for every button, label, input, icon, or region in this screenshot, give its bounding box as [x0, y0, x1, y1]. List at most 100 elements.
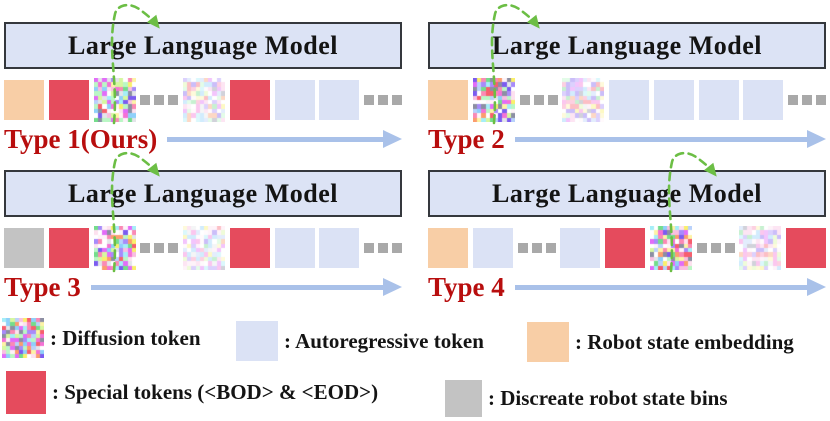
ellipsis-dot — [364, 243, 374, 253]
token-robot-state — [428, 228, 468, 268]
ellipsis-dot — [392, 95, 402, 105]
ellipsis-dot — [788, 95, 798, 105]
legend-label-autoregressive: : Autoregressive token — [284, 328, 484, 353]
ellipsis-dot — [364, 95, 374, 105]
ellipsis-dots — [140, 243, 179, 253]
llm-box-label: Large Language Model — [68, 178, 338, 208]
llm-box-label: Large Language Model — [68, 30, 338, 60]
legend-label-discrete-bins: : Discreate robot state bins — [488, 386, 728, 410]
token-ar — [743, 80, 784, 120]
diffusion-token-swatch — [2, 318, 44, 358]
ellipsis-dots — [788, 95, 826, 105]
type-4-label: Type 4 — [428, 272, 505, 302]
token-special — [48, 228, 89, 268]
ellipsis-dots — [519, 95, 558, 105]
token-diffusion — [93, 226, 136, 270]
token-ar — [698, 80, 739, 120]
ellipsis-dots — [696, 243, 735, 253]
ellipsis-dot — [519, 95, 530, 105]
llm-box: Large Language Model — [4, 170, 402, 217]
ellipsis-dot — [802, 95, 812, 105]
flow-arrow — [90, 277, 403, 296]
ellipsis-dot — [547, 95, 558, 105]
robot-state-swatch — [527, 322, 569, 362]
token-row — [4, 226, 402, 270]
llm-box: Large Language Model — [428, 170, 826, 217]
token-ar — [653, 80, 694, 120]
ellipsis-dot — [710, 243, 721, 253]
flow-arrow — [514, 129, 827, 148]
discrete-bins-swatch — [445, 380, 482, 417]
flow-arrow — [514, 277, 827, 296]
token-special — [229, 228, 270, 268]
token-special — [48, 80, 89, 120]
ellipsis-dot — [392, 243, 402, 253]
legend-item-robot-state: : Robot state embedding — [527, 322, 794, 362]
llm-box-label: Large Language Model — [492, 178, 762, 208]
ellipsis-dots — [364, 95, 402, 105]
llm-box: Large Language Model — [428, 22, 826, 69]
llm-box: Large Language Model — [4, 22, 402, 69]
legend-item-diffusion: : Diffusion token — [2, 318, 201, 358]
ellipsis-dots — [140, 95, 179, 105]
type-row: Type 4 — [428, 272, 827, 302]
token-ar — [609, 80, 649, 120]
legend-label-robot-state: : Robot state embedding — [575, 329, 794, 354]
token-robot-state — [428, 80, 468, 120]
flow-arrow — [167, 129, 402, 148]
ellipsis-dot — [724, 243, 735, 253]
ellipsis-dot — [816, 95, 826, 105]
token-diffusion — [472, 78, 515, 122]
ellipsis-dot — [378, 95, 388, 105]
ellipsis-dot — [545, 243, 556, 253]
token-diffusion — [649, 226, 692, 270]
token-diffusion-faded — [183, 78, 225, 122]
ellipsis-dot — [531, 243, 542, 253]
ellipsis-dot — [168, 243, 179, 253]
token-discrete-bins — [4, 228, 44, 268]
legend-label-diffusion: : Diffusion token — [50, 325, 201, 350]
ellipsis-dot — [140, 95, 151, 105]
token-diffusion — [93, 78, 136, 122]
type-row: Type 3 — [4, 272, 403, 302]
token-ar — [319, 80, 360, 120]
quadrant-type-3: Large Language Model Type 3 — [4, 170, 403, 302]
ellipsis-dots — [364, 243, 402, 253]
token-ar — [274, 80, 315, 120]
ellipsis-dot — [168, 95, 179, 105]
token-row — [4, 78, 402, 122]
ellipsis-dot — [154, 243, 165, 253]
ellipsis-dot — [378, 243, 388, 253]
type-row: Type 1(Ours) — [4, 124, 402, 154]
type-3-label: Type 3 — [4, 272, 81, 302]
ellipsis-dot — [517, 243, 528, 253]
ellipsis-dot — [533, 95, 544, 105]
legend-item-special-tokens: : Special tokens (<BOD> & <EOD>) — [6, 371, 378, 414]
llm-box-label: Large Language Model — [492, 30, 762, 60]
autoregressive-token-swatch — [236, 321, 278, 361]
token-row — [428, 226, 826, 270]
token-ar — [472, 228, 513, 268]
token-diffusion-faded — [562, 78, 605, 122]
type-2-label: Type 2 — [428, 124, 505, 154]
type-1-label: Type 1(Ours) — [4, 124, 158, 154]
token-special — [786, 228, 826, 268]
legend-item-autoregressive: : Autoregressive token — [236, 321, 484, 361]
ellipsis-dot — [154, 95, 165, 105]
token-ar — [560, 228, 601, 268]
token-ar — [319, 228, 360, 268]
type-row: Type 2 — [428, 124, 827, 154]
token-diffusion-faded — [739, 226, 782, 270]
token-diffusion-faded — [183, 226, 225, 270]
legend-item-discrete-bins: : Discreate robot state bins — [445, 380, 728, 417]
quadrant-type-2: Large Language Model Type 2 — [428, 22, 827, 154]
ellipsis-dots — [517, 243, 556, 253]
ellipsis-dot — [140, 243, 151, 253]
token-special — [605, 228, 645, 268]
special-token-swatch — [6, 371, 46, 414]
token-special — [229, 80, 270, 120]
quadrant-type-4: Large Language Model Type 4 — [428, 170, 827, 302]
legend-label-special-tokens: : Special tokens (<BOD> & <EOD>) — [52, 380, 379, 404]
quadrant-type-1: Large Language Model Type 1(Ours) — [4, 22, 402, 154]
